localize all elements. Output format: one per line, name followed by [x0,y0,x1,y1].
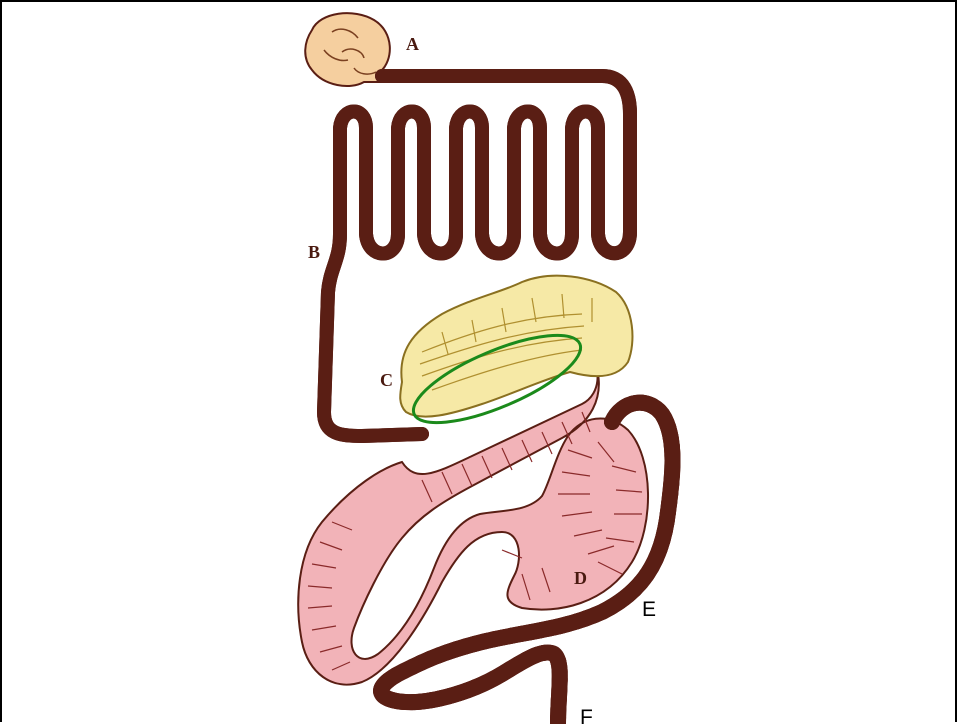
label-a: A [406,34,419,54]
label-f: F [580,706,593,724]
label-b: B [308,242,320,262]
label-e: E [642,598,656,621]
label-d: D [574,568,587,588]
label-c: C [380,370,393,390]
